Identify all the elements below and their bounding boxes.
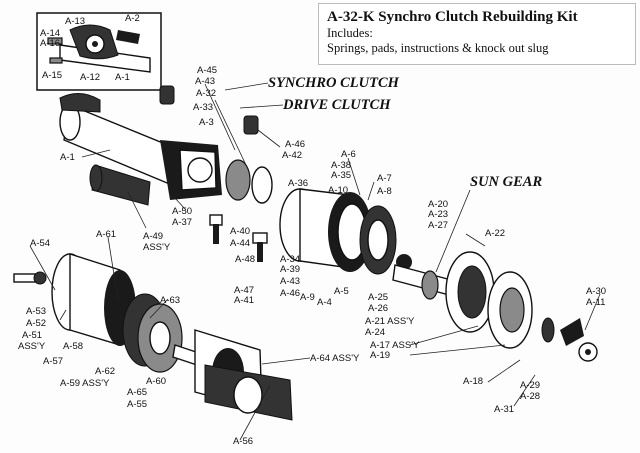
label-a33: A-33 (193, 102, 213, 113)
header-synchro-clutch: SYNCHRO CLUTCH (268, 75, 400, 91)
label-a41: A-41 (234, 295, 254, 306)
label-a8: A-8 (377, 186, 392, 197)
label-a56: A-56 (233, 436, 253, 447)
part-labels: A-13 A-2 A-14 A-16 A-15 A-12 A-1 A-45 A-… (18, 13, 606, 447)
label-a52: A-52 (26, 318, 46, 329)
label-a51: A-51 (22, 330, 42, 341)
label-a22: A-22 (485, 228, 505, 239)
label-a26: A-26 (368, 303, 388, 314)
label-a57: A-57 (43, 356, 63, 367)
label-a9: A-9 (300, 292, 315, 303)
kit-contents: Springs, pads, instructions & knock out … (327, 41, 549, 55)
label-a60: A-60 (146, 376, 166, 387)
label-a48: A-48 (235, 254, 255, 265)
inset-view (36, 12, 162, 91)
label-a40: A-40 (230, 226, 250, 237)
label-a44: A-44 (230, 238, 250, 249)
label-a34: A-34 (280, 254, 300, 265)
label-a3: A-3 (199, 117, 214, 128)
label-a43: A-43 (195, 76, 215, 87)
label-a2: A-2 (125, 13, 140, 24)
label-a65: A-65 (127, 387, 147, 398)
label-a5: A-5 (334, 286, 349, 297)
label-a18: A-18 (463, 376, 483, 387)
synchro-clutch-parts (159, 85, 273, 262)
label-a63: A-63 (160, 295, 180, 306)
label-a59: A-59 ASS'Y (60, 378, 110, 389)
kit-title: A-32-K Synchro Clutch Rebuilding Kit (327, 9, 578, 25)
label-a43b: A-43 (280, 276, 300, 287)
label-a23: A-23 (428, 209, 448, 220)
label-a46b: A-46 (280, 288, 300, 299)
label-a4: A-4 (317, 297, 332, 308)
sun-gear-shaft (392, 251, 598, 362)
label-a64: A-64 ASS'Y (310, 353, 360, 364)
leader-lines (29, 82, 601, 441)
label-a36: A-36 (288, 178, 308, 189)
label-a31: A-31 (494, 404, 514, 415)
label-a1-inset: A-1 (115, 72, 130, 83)
label-a38: A-38 (331, 160, 351, 171)
header-sun-gear: SUN GEAR (470, 174, 542, 190)
label-a45: A-45 (197, 65, 217, 76)
label-a53: A-53 (26, 306, 46, 317)
label-a61: A-61 (96, 229, 116, 240)
label-a16: A-16 (40, 38, 60, 49)
header-drive-clutch: DRIVE CLUTCH (282, 97, 391, 113)
label-a32: A-32 (196, 88, 216, 99)
label-a50: A-50 (172, 206, 192, 217)
label-a6: A-6 (341, 149, 356, 160)
label-a27: A-27 (428, 220, 448, 231)
label-a12: A-12 (80, 72, 100, 83)
label-a13: A-13 (65, 16, 85, 27)
label-a19: A-19 (370, 350, 390, 361)
label-a46: A-46 (285, 139, 305, 150)
label-a30: A-30 (586, 286, 606, 297)
label-a25: A-25 (368, 292, 388, 303)
label-assy51: ASS'Y (18, 341, 46, 352)
drive-clutch-drum (279, 188, 412, 275)
housing-a1 (59, 93, 222, 206)
label-a21: A-21 ASS'Y (365, 316, 415, 327)
label-a62: A-62 (95, 366, 115, 377)
label-a39: A-39 (280, 264, 300, 275)
label-a28: A-28 (520, 391, 540, 402)
kit-includes-label: Includes: (327, 26, 373, 40)
label-a55: A-55 (127, 399, 147, 410)
label-a42: A-42 (282, 150, 302, 161)
label-a37: A-37 (172, 217, 192, 228)
label-a24: A-24 (365, 327, 385, 338)
kit-info-box: A-32-K Synchro Clutch Rebuilding Kit Inc… (318, 3, 636, 65)
label-a15: A-15 (42, 70, 62, 81)
lower-clutch-assembly (13, 253, 293, 421)
label-a20: A-20 (428, 199, 448, 210)
label-a29: A-29 (520, 380, 540, 391)
label-assy49: ASS'Y (143, 242, 171, 253)
label-a58: A-58 (63, 341, 83, 352)
label-a10: A-10 (328, 185, 348, 196)
label-a47: A-47 (234, 285, 254, 296)
label-a11: A-11 (586, 297, 605, 308)
label-a49: A-49 (143, 231, 163, 242)
label-a7: A-7 (377, 173, 392, 184)
label-a54: A-54 (30, 238, 50, 249)
label-a14: A-14 (40, 28, 60, 39)
label-a1: A-1 (60, 152, 75, 163)
label-a35: A-35 (331, 170, 351, 181)
label-a17: A-17 ASS'Y (370, 340, 420, 351)
